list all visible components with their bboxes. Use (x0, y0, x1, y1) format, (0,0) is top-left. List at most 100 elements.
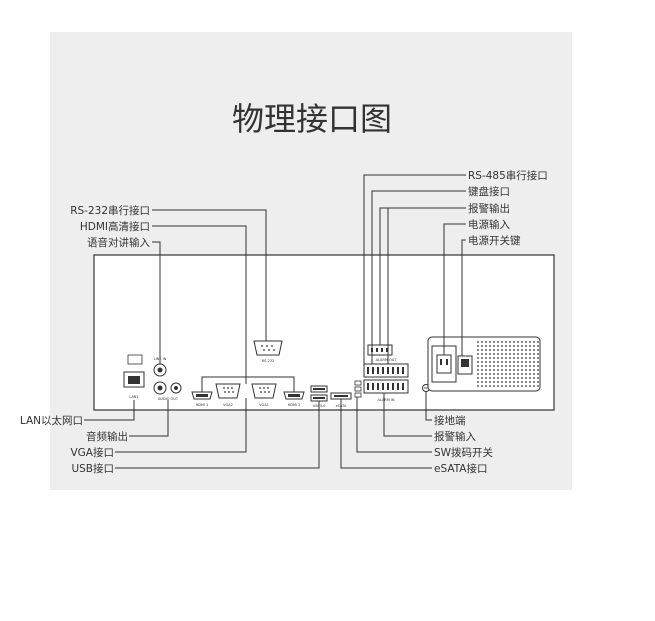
vent-hole (537, 353, 539, 355)
vent-hole (489, 361, 491, 363)
vent-hole (489, 345, 491, 347)
vga2-port (215, 383, 241, 399)
hdmi1-mark: HDMI 1 (196, 403, 209, 407)
rs232-mark: RS-232 (262, 359, 275, 363)
vent-hole (505, 345, 507, 347)
vent-hole (509, 369, 511, 371)
vent-hole (509, 377, 511, 379)
page-title: 物理接口图 (232, 100, 392, 138)
vent-hole (529, 365, 531, 367)
vent-hole (517, 353, 519, 355)
vent-hole (493, 365, 495, 367)
label-alarm-in: 报警输入 (434, 430, 476, 443)
audio-in-jack (153, 363, 167, 377)
vent-hole (489, 377, 491, 379)
vent-hole (529, 377, 531, 379)
vent-hole (513, 385, 515, 387)
vent-hole (477, 341, 479, 343)
vent-hole (513, 349, 515, 351)
vent-hole (485, 381, 487, 383)
label-power-switch: 电源开关键 (468, 234, 521, 247)
esata-port (330, 392, 352, 400)
vent-hole (517, 341, 519, 343)
vent-hole (533, 385, 535, 387)
vent-hole (537, 373, 539, 375)
vent-hole (521, 341, 523, 343)
vent-hole (489, 385, 491, 387)
vent-hole (493, 341, 495, 343)
vent-hole (525, 377, 527, 379)
vent-hole (489, 353, 491, 355)
vent-hole (493, 349, 495, 351)
label-hdmi: HDMI高清接口 (80, 220, 150, 233)
vent-hole (481, 349, 483, 351)
label-keyboard: 键盘接口 (468, 185, 510, 198)
vent-hole (505, 385, 507, 387)
hdmi2-port (283, 391, 305, 400)
vent-hole (521, 345, 523, 347)
vent-hole (477, 345, 479, 347)
vent-hole (477, 357, 479, 359)
lan-port-mark: LAN1 (129, 395, 138, 399)
vent-hole (485, 353, 487, 355)
vent-hole (497, 369, 499, 371)
vent-hole (501, 373, 503, 375)
vent-hole (513, 373, 515, 375)
vent-hole (505, 361, 507, 363)
label-usb: USB接口 (71, 462, 114, 475)
vent-hole (501, 369, 503, 371)
vent-hole (497, 357, 499, 359)
vent-hole (517, 373, 519, 375)
vent-hole (529, 361, 531, 363)
vent-hole (485, 365, 487, 367)
vent-hole (485, 357, 487, 359)
vent-hole (497, 373, 499, 375)
vent-hole (533, 365, 535, 367)
vent-hole (497, 341, 499, 343)
label-vga: VGA接口 (70, 446, 114, 459)
vent-hole (529, 369, 531, 371)
vent-hole (497, 349, 499, 351)
vent-hole (505, 377, 507, 379)
vent-hole (501, 345, 503, 347)
vent-hole (513, 365, 515, 367)
vent-hole (537, 341, 539, 343)
vent-hole (481, 353, 483, 355)
vent-hole (537, 357, 539, 359)
vent-hole (501, 349, 503, 351)
vent-hole (497, 365, 499, 367)
vent-hole (537, 345, 539, 347)
vent-hole (505, 341, 507, 343)
vent-hole (513, 381, 515, 383)
vent-hole (533, 345, 535, 347)
vent-hole (537, 385, 539, 387)
vent-hole (509, 345, 511, 347)
vent-hole (501, 381, 503, 383)
vent-hole (525, 361, 527, 363)
vent-hole (501, 377, 503, 379)
alarm-out-mark: ALARM OUT (376, 358, 398, 362)
vent-hole (509, 381, 511, 383)
vent-hole (493, 357, 495, 359)
vent-hole (525, 349, 527, 351)
rs232-port (253, 340, 283, 356)
vent-hole (537, 349, 539, 351)
vent-hole (497, 385, 499, 387)
vent-hole (533, 357, 535, 359)
sw-dip-switch (354, 380, 362, 398)
vent-hole (481, 341, 483, 343)
vent-hole (517, 365, 519, 367)
vent-hole (481, 365, 483, 367)
vent-hole (497, 381, 499, 383)
vent-hole (509, 341, 511, 343)
lan-port (123, 354, 145, 388)
vent-hole (501, 361, 503, 363)
vent-hole (525, 345, 527, 347)
vent-hole (529, 345, 531, 347)
label-ground: 接地端 (434, 414, 466, 427)
vent-hole (537, 381, 539, 383)
power-supply-block (427, 336, 541, 392)
vent-hole (497, 377, 499, 379)
vent-hole (529, 357, 531, 359)
